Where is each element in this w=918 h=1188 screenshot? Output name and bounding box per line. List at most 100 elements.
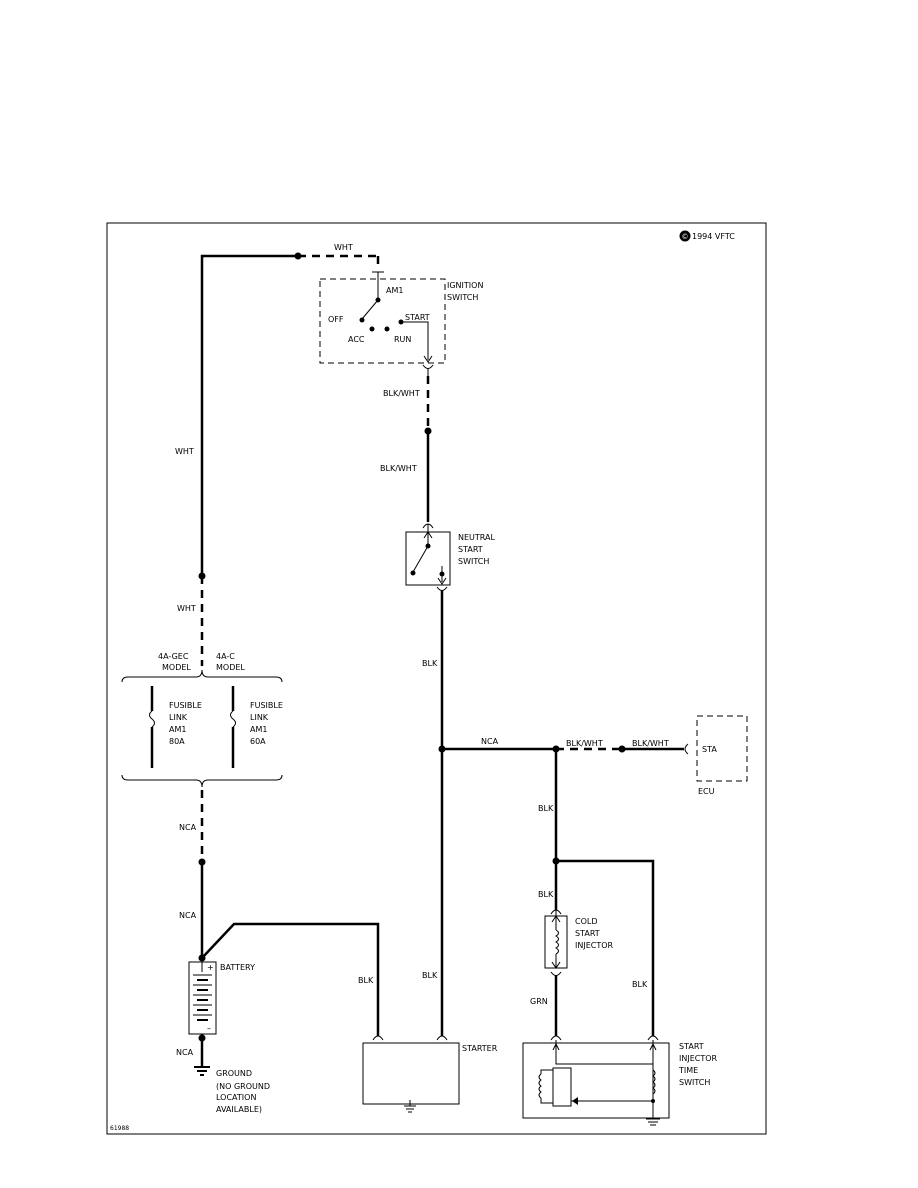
ground-label-2: (NO GROUND bbox=[216, 1082, 270, 1091]
injector-coil-icon bbox=[555, 929, 559, 955]
fusible-left-line-3: AM1 bbox=[169, 725, 186, 734]
nss-arm bbox=[412, 545, 429, 573]
nss-arrow-down-icon bbox=[437, 577, 447, 585]
ignition-switch-box bbox=[319, 278, 446, 364]
sits-connector-left bbox=[550, 1035, 562, 1041]
label-blk-branch: BLK bbox=[538, 804, 554, 813]
injector-arrow-up-icon bbox=[551, 915, 561, 923]
ignition-am1-label: AM1 bbox=[386, 286, 403, 295]
label-wht-top: WHT bbox=[334, 243, 353, 252]
sits-arrow-left-icon bbox=[552, 1042, 560, 1051]
starter-label: STARTER bbox=[462, 1044, 498, 1053]
starter-connector-right bbox=[436, 1035, 448, 1041]
ignition-start-label: START bbox=[405, 313, 430, 322]
nss-contact bbox=[410, 570, 416, 576]
label-blk-time-switch: BLK bbox=[632, 980, 648, 989]
fusible-left-link-icon bbox=[149, 710, 155, 728]
fusible-right-line-4: 60A bbox=[250, 737, 266, 746]
sits-bimetal bbox=[552, 1067, 572, 1107]
ground-label-3: LOCATION bbox=[216, 1093, 256, 1102]
starter-connector-left bbox=[372, 1035, 384, 1041]
sits-label-2: INJECTOR bbox=[679, 1054, 718, 1063]
ignition-off-label: OFF bbox=[328, 315, 344, 324]
ignition-connector-bottom bbox=[422, 364, 434, 376]
sits-coil-left-top bbox=[540, 1069, 553, 1074]
ecu-label: ECU bbox=[698, 787, 715, 796]
fusible-left-line-4: 80A bbox=[169, 737, 185, 746]
start-injector-time-switch-box bbox=[522, 1042, 670, 1119]
starter-box bbox=[362, 1042, 460, 1105]
fusible-left-line-2: LINK bbox=[169, 713, 188, 722]
label-grn: GRN bbox=[530, 997, 548, 1006]
injector-label-2: START bbox=[575, 929, 600, 938]
label-blk-wht-upper: BLK/WHT bbox=[383, 389, 420, 398]
fusible-right-line-1: FUSIBLE bbox=[250, 701, 283, 710]
figure-id: 61988 bbox=[110, 1125, 129, 1132]
nss-label-2: START bbox=[458, 545, 483, 554]
ground-icon bbox=[194, 1066, 210, 1076]
copyright-symbol: © bbox=[682, 233, 689, 241]
label-blk-wht-lower: BLK/WHT bbox=[380, 464, 417, 473]
label-nca-junction: NCA bbox=[481, 737, 499, 746]
battery-negative-terminal bbox=[198, 1034, 206, 1042]
ecu-connector bbox=[684, 743, 689, 755]
sits-coil-right-icon bbox=[652, 1069, 656, 1095]
nss-label-3: SWITCH bbox=[458, 557, 489, 566]
label-wht-left-lower: WHT bbox=[177, 604, 196, 613]
fusible-left-line-1: FUSIBLE bbox=[169, 701, 202, 710]
sits-label-1: START bbox=[679, 1042, 704, 1051]
ground-label-4: AVAILABLE) bbox=[216, 1105, 262, 1114]
sits-internal-top bbox=[555, 1040, 653, 1065]
starter-ground-icon bbox=[404, 1105, 416, 1113]
label-nca-battery-top: NCA bbox=[179, 911, 197, 920]
model-left-line-1: 4A-GEC bbox=[158, 652, 189, 661]
label-blk-wht-ecu-1: BLK/WHT bbox=[566, 739, 603, 748]
ignition-start-lead bbox=[401, 321, 429, 360]
battery-plus: + bbox=[207, 963, 214, 972]
ignition-connector-top bbox=[372, 271, 384, 284]
ignition-arrow-icon bbox=[423, 355, 433, 363]
nss-connector-bottom bbox=[436, 586, 448, 591]
label-blk-starter-left: BLK bbox=[358, 976, 374, 985]
nss-arrow-up-icon bbox=[423, 531, 433, 539]
model-brace-top bbox=[121, 669, 283, 683]
sits-coil-left-icon bbox=[538, 1073, 542, 1099]
copyright-icon bbox=[679, 230, 691, 242]
ignition-contact-run bbox=[384, 326, 390, 332]
battery-minus: – bbox=[207, 1024, 211, 1033]
wire-wht-top bbox=[200, 254, 298, 575]
diagram-frame bbox=[106, 222, 767, 1135]
sits-contact-arrow-icon bbox=[572, 1097, 578, 1105]
model-right-line-1: 4A-C bbox=[216, 652, 235, 661]
ignition-contact-arm bbox=[361, 299, 379, 320]
fusible-right-link-icon bbox=[230, 710, 236, 728]
wire-battery-starter bbox=[201, 922, 380, 1036]
ignition-acc-label: ACC bbox=[348, 335, 365, 344]
battery-label: BATTERY bbox=[220, 963, 255, 972]
ignition-contact-acc bbox=[369, 326, 375, 332]
copyright-text: 1994 VFTC bbox=[692, 232, 735, 241]
label-wht-left-upper: WHT bbox=[175, 447, 194, 456]
sits-connector-right bbox=[647, 1035, 659, 1041]
label-blk-nss: BLK bbox=[422, 659, 438, 668]
sits-coil-left-bottom bbox=[540, 1098, 553, 1104]
label-blk-wht-ecu-2: BLK/WHT bbox=[632, 739, 669, 748]
injector-arrow-down-icon bbox=[551, 961, 561, 969]
sits-label-4: SWITCH bbox=[679, 1078, 710, 1087]
ecu-pin-sta: STA bbox=[702, 745, 717, 754]
splice-wht-top bbox=[294, 252, 302, 260]
label-blk-starter-right: BLK bbox=[422, 971, 438, 980]
injector-connector-bottom bbox=[550, 971, 562, 976]
label-blk-injector-top: BLK bbox=[538, 890, 554, 899]
ecu-box bbox=[696, 715, 748, 782]
ignition-contact-off bbox=[359, 317, 365, 323]
injector-label-3: INJECTOR bbox=[575, 941, 614, 950]
wire-blk-time-switch bbox=[556, 859, 655, 1036]
fusible-right-line-2: LINK bbox=[250, 713, 269, 722]
ignition-run-label: RUN bbox=[394, 335, 411, 344]
model-right-line-2: MODEL bbox=[216, 663, 245, 672]
sits-contact-dot bbox=[651, 1099, 655, 1103]
sits-label-3: TIME bbox=[678, 1066, 698, 1075]
ignition-label-2: SWITCH bbox=[447, 293, 478, 302]
